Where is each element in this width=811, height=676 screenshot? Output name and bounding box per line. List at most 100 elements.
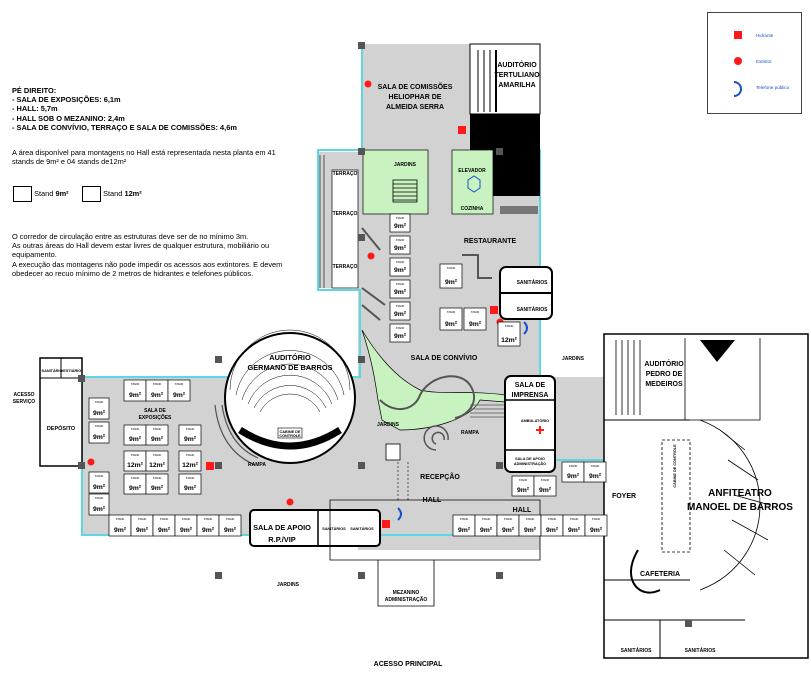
stand-area: 12m² (182, 462, 199, 469)
stand-box (389, 257, 411, 277)
stand-area: 9m² (394, 245, 407, 252)
label-tertuliano-2: TERTULIANO (494, 72, 540, 79)
spiral-stair (423, 425, 449, 451)
stand-area: 9m² (173, 392, 186, 399)
stand-box (584, 514, 608, 537)
stair-block (385, 443, 401, 461)
stand-box (178, 450, 202, 472)
stand-tag: STAND (460, 517, 469, 521)
label-sanitario-small: SANITÁRIO (42, 368, 63, 373)
label-cafeteria: CAFETERIA (640, 571, 680, 578)
label-terraco-1: TERRAÇO (333, 171, 358, 177)
label-sanitarios-2: SANITÁRIOS (517, 306, 549, 313)
rule-line-5: obedecer ao recuo mínimo de 2 metros de … (12, 268, 254, 278)
stand-area: 9m² (567, 473, 580, 480)
stand-area: 9m² (151, 392, 164, 399)
stand-box (218, 514, 242, 537)
stand-area: 9m² (129, 485, 142, 492)
rule-line-4: A execução das montagens não pode impedi… (12, 259, 283, 269)
label-acesso-servico-2: SERVIÇO (13, 399, 36, 405)
stand-area: 9m² (158, 527, 171, 534)
stand-tag: STAND (131, 382, 140, 386)
stand-tag: STAND (95, 496, 104, 500)
stand-area: 9m² (93, 434, 106, 441)
sala-apoio-rp-room (249, 509, 381, 547)
stands-note-2: stands de 9m² e 04 stands de12m² (12, 157, 127, 167)
stand-tag: STAND (396, 282, 405, 286)
label-cabine-vertical: CABINE DE CONTROLE (673, 444, 677, 488)
stand-9-sample: Stand 9m² (13, 186, 69, 202)
label-rampa-1: RAMPA (461, 430, 479, 436)
label-recepcao: RECEPÇÃO (420, 472, 460, 481)
height-line-3: - HALL SOB O MEZANINO: 2,4m (12, 113, 125, 123)
label-imprensa-1: SALA DE (515, 382, 546, 389)
stand-area: 9m² (202, 527, 215, 534)
stand-area: 9m² (394, 311, 407, 318)
label-foyer: FOYER (612, 493, 636, 500)
stand-box (439, 307, 463, 331)
label-deposito: DEPÓSITO (47, 424, 76, 432)
stand-box (88, 397, 110, 420)
stand-tag: STAND (504, 517, 513, 521)
stand-tag: STAND (186, 427, 195, 431)
stand-area: 9m² (136, 527, 149, 534)
stand-box (167, 379, 191, 402)
label-vestiario: VESTIÁRIO (61, 368, 82, 373)
stand-area: 9m² (93, 506, 106, 513)
notes-heading: PÉ DIREITO: (12, 86, 57, 95)
stand-area: 12m² (127, 462, 144, 469)
restaurant-partitions (361, 227, 492, 321)
label-tertuliano-1: AUDITÓRIO (497, 60, 537, 69)
stand-tag: STAND (548, 517, 557, 521)
stand-box (178, 473, 202, 495)
stand-box (583, 461, 607, 483)
stand-area: 9m² (93, 484, 106, 491)
elevator-shape (467, 175, 481, 193)
stand-area: 9m² (180, 527, 193, 534)
label-cozinha: COZINHA (461, 206, 484, 212)
stand-tag: STAND (182, 517, 191, 521)
stand-area: 9m² (590, 527, 603, 534)
label-apoio-rp-2: R.P./VIP (268, 535, 295, 544)
label-imprensa-2: IMPRENSA (512, 392, 549, 399)
stand-area: 9m² (394, 289, 407, 296)
stands-note-1: A área disponível para montagens no Hall… (12, 148, 276, 158)
stand-9-label: Stand (34, 188, 54, 198)
stand-tag: STAND (447, 310, 456, 314)
label-sala-exposicoes-1: SALA DE (144, 408, 166, 414)
rule-line-3: equipamento. (12, 250, 57, 260)
label-terraco-3: TERRAÇO (333, 264, 358, 270)
height-line-2: - HALL: 5,7m (12, 104, 58, 114)
rule-line-1: O corredor de circulação entre as estrut… (12, 232, 249, 241)
stand-box (88, 421, 110, 444)
stand-box (145, 473, 169, 495)
label-sala-comissoes-3: ALMEIDA SERRA (386, 104, 444, 111)
stand-area: 9m² (224, 527, 237, 534)
stand-area: 9m² (93, 410, 106, 417)
height-line-4: - SALA DE CONVÍVIO, TERRAÇO E SALA DE CO… (12, 122, 237, 132)
auditorio-germano-room (224, 329, 356, 464)
stand-tag: STAND (569, 464, 578, 468)
label-sala-comissoes-1: SALA DE COMISSÕES (378, 82, 453, 91)
stand-area: 9m² (480, 527, 493, 534)
stand-tag: STAND (153, 453, 162, 457)
stand-box (389, 301, 411, 321)
label-pedro-2: PEDRO DE (646, 371, 683, 378)
label-jardins-mid: JARDINS (377, 422, 400, 428)
stand-area: 9m² (184, 436, 197, 443)
label-sanitarios-rp: SANITÁRIOS (322, 526, 346, 531)
stand-tag: STAND (95, 474, 104, 478)
stand-area: 9m² (445, 279, 458, 286)
label-jardins-bottom: JARDINS (277, 582, 300, 588)
stand-tag: STAND (471, 310, 480, 314)
rampa-curve-left (214, 404, 259, 466)
stand-tag: STAND (116, 517, 125, 521)
stand-area: 9m² (114, 527, 127, 534)
stand-tag: STAND (175, 382, 184, 386)
stand-tag: STAND (396, 304, 405, 308)
notes-panel: PÉ DIREITO: - SALA DE EXPOSIÇÕES: 6,1m -… (12, 86, 312, 166)
stand-tag: STAND (591, 464, 600, 468)
label-apoio-adm-1: SALA DE APOIO (515, 457, 545, 461)
stand-area: 9m² (129, 436, 142, 443)
